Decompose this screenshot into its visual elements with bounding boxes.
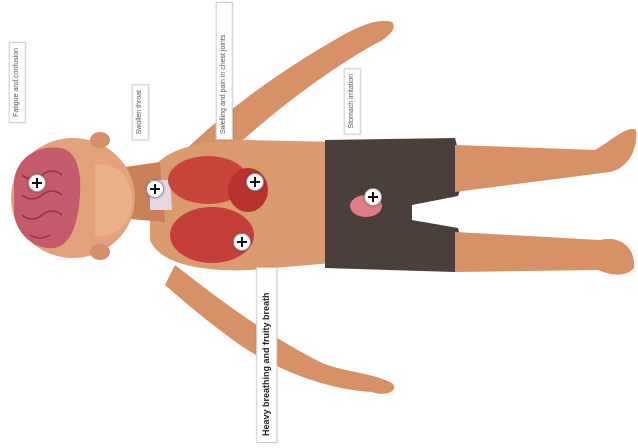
label-stomach: Stomach irritation [344, 68, 361, 134]
label-throat: Swollen throat [132, 84, 149, 140]
ear-top [90, 132, 110, 148]
hotspot-stomach[interactable] [364, 188, 382, 206]
left-arm [165, 265, 394, 394]
left-leg [455, 232, 634, 275]
label-lungs: Heavy breathing and fruity breath [256, 267, 277, 443]
right-leg [455, 129, 636, 192]
hotspot-lungs[interactable] [233, 233, 251, 251]
brain [14, 147, 80, 248]
label-chest: Swelling and pain in chest joints [216, 2, 233, 140]
hotspot-brain[interactable] [28, 174, 46, 192]
shorts [325, 138, 461, 272]
ear-bottom [90, 244, 110, 260]
hotspot-throat[interactable] [146, 180, 164, 198]
hotspot-heart[interactable] [246, 173, 264, 191]
label-brain: Fatigue and confusion [9, 42, 26, 123]
